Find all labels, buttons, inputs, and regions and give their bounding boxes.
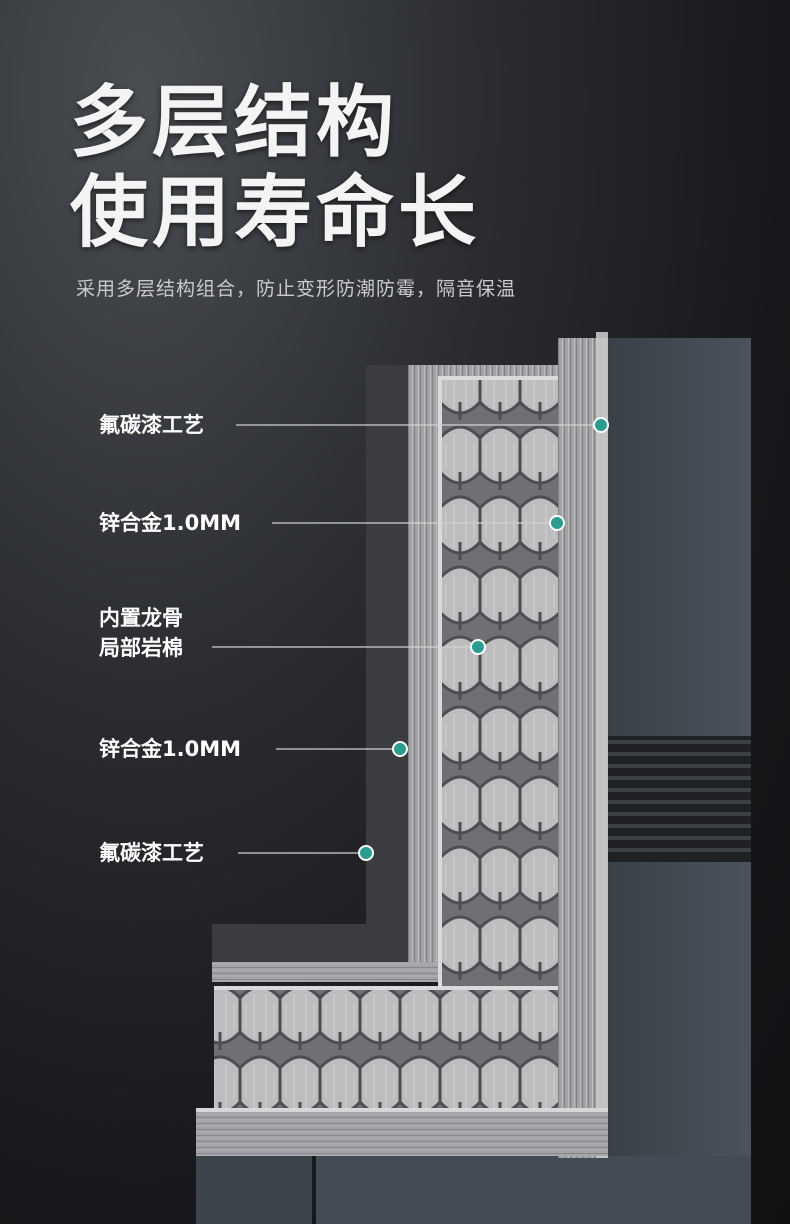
callout-dot-3 [470,639,486,655]
callout-4-line-1: 锌合金1.0MM [99,737,241,761]
callout-dot-2 [549,515,565,531]
callout-label-2: 锌合金1.0MM [99,508,241,538]
base-panel-right [316,1156,751,1224]
outer-paint-layer [212,365,410,962]
callout-5-line-1: 氟碳漆工艺 [99,841,204,865]
base-panel-left [196,1156,312,1224]
vent-slats [605,740,751,852]
callout-label-3: 内置龙骨 局部岩棉 [99,603,183,663]
honeycomb-core-horizontal [214,990,562,1110]
callout-3-line-2: 局部岩棉 [99,636,183,660]
callout-dot-1 [593,417,609,433]
callout-label-5: 氟碳漆工艺 [99,838,204,868]
callout-label-1: 氟碳漆工艺 [99,410,204,440]
callout-1-line-1: 氟碳漆工艺 [99,413,204,437]
callout-dots [358,417,609,861]
subtitle: 采用多层结构组合，防止变形防潮防霉，隔音保温 [76,278,517,300]
honeycomb-core-vertical [442,380,562,990]
callout-label-4: 锌合金1.0MM [99,734,241,764]
callout-3-line-1: 内置龙骨 [99,606,183,630]
callout-2-line-1: 锌合金1.0MM [99,511,241,535]
callout-dot-4 [392,741,408,757]
zinc-alloy-frame-bottom [196,1110,608,1156]
headline-line-1: 多层结构 [70,78,399,168]
door-vent [605,736,751,862]
leader-lines [212,424,600,854]
door-face-upper [605,338,751,736]
callout-dot-5 [358,845,374,861]
headline-line-2: 使用寿命长 [70,168,481,258]
